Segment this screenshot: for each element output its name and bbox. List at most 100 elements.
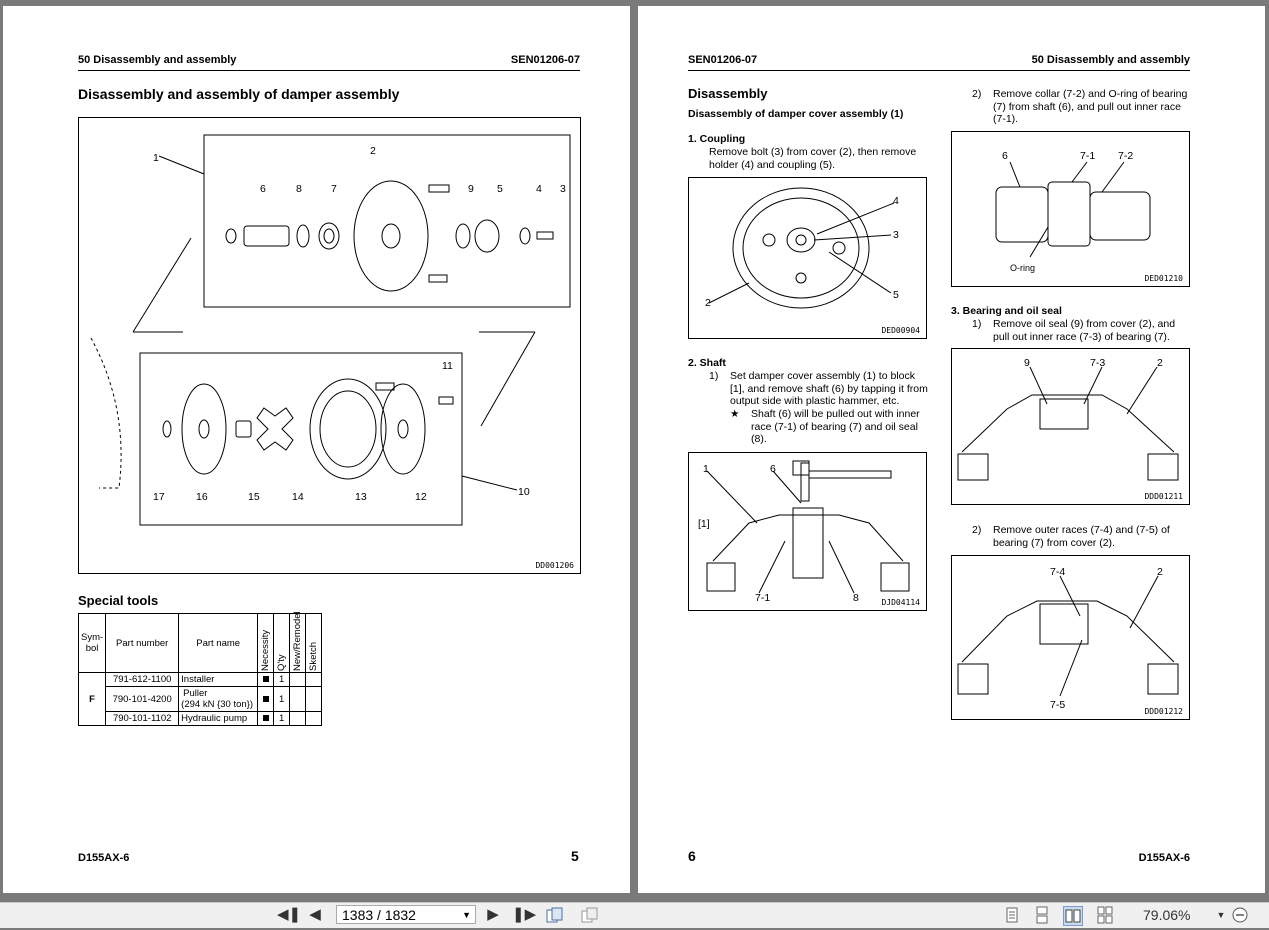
figure-code: DED00904: [881, 326, 920, 335]
callout-11: 11: [442, 360, 453, 372]
col-new-remodel: New/Remodel: [289, 611, 307, 673]
star-icon: ★: [730, 408, 740, 420]
callout-2: 2: [370, 145, 376, 157]
step-2-2-text: Remove collar (7-2) and O-ring of bearin…: [993, 88, 1188, 125]
part-number-cell: 791-612-1100: [105, 672, 180, 687]
first-page-button[interactable]: ◀❚: [277, 906, 302, 923]
step-1-title: 1. Coupling: [688, 133, 746, 145]
callout-10: 10: [518, 486, 530, 498]
page-title: Disassembly and assembly of damper assem…: [78, 86, 400, 102]
shaft-drawing: [706, 460, 910, 594]
fig1-label-2: 2: [705, 297, 711, 309]
last-page-button[interactable]: ❚▶: [512, 906, 537, 923]
callout-13: 13: [355, 491, 367, 503]
fig2-label-8: 8: [853, 592, 859, 604]
shaft-figure: 1 6 [1] 7-1 8 DJD04114: [688, 452, 927, 611]
part-name-cell: Installer: [178, 672, 259, 687]
callout-4: 4: [536, 183, 542, 195]
callout-1: 1: [153, 152, 159, 164]
fig3-label-o-ring: O-ring: [1010, 263, 1036, 273]
fig3-label-7-2: 7-2: [1118, 150, 1134, 162]
symbol-cell: F: [77, 672, 107, 726]
step-2-1-text: Set damper cover assembly (1) to block[1…: [730, 370, 928, 407]
callout-17: 17: [153, 491, 165, 503]
figure-code: DD001206: [535, 561, 574, 570]
callout-14: 14: [292, 491, 304, 503]
oil-seal-drawing: [957, 366, 1179, 481]
step-2-2-num: 2): [972, 88, 982, 100]
step-1-text: Remove bolt (3) from cover (2), then rem…: [709, 146, 917, 171]
page-number-input[interactable]: 1383 / 1832 ▼: [336, 905, 476, 924]
col-qty: Q'ty: [273, 613, 291, 673]
fig2-label-7-1: 7-1: [755, 592, 771, 604]
bearing-collar-figure: 6 7-1 7-2 O-ring DED01210: [951, 131, 1190, 287]
exploded-view-drawing: [90, 134, 571, 526]
callout-8: 8: [296, 183, 302, 195]
callout-3: 3: [560, 183, 566, 195]
next-page-button[interactable]: ▶: [487, 906, 499, 923]
fig4-label-2: 2: [1157, 357, 1163, 369]
fig2-label-block: [1]: [698, 518, 710, 530]
figure-code: DDD01211: [1144, 492, 1183, 501]
callout-7: 7: [331, 183, 337, 195]
footer-model: D155AX-6: [1138, 852, 1190, 864]
necessity-cell: [257, 711, 275, 726]
part-number-cell: 790-101-1102: [105, 711, 180, 726]
table-header-row: Sym-bol Part number Part name Necessity …: [77, 611, 323, 673]
table-row: 790-101-4200 Puller(294 kN {30 ton}) 1: [79, 686, 323, 712]
oil-seal-figure: 9 7-3 2 DDD01211: [951, 348, 1190, 505]
continuous-facing-icon[interactable]: [1096, 906, 1114, 924]
special-tools-table: Sym-bol Part number Part name Necessity …: [77, 611, 323, 726]
footer-model: D155AX-6: [78, 852, 130, 864]
necessity-cell: [257, 686, 275, 712]
outer-race-drawing: [957, 575, 1179, 697]
part-name-cell: Hydraulic pump: [178, 711, 259, 726]
coupling-figure: 4 3 5 2 DED00904: [688, 177, 927, 339]
continuous-page-icon[interactable]: [1033, 906, 1051, 924]
single-page-icon[interactable]: [1003, 906, 1021, 924]
previous-page-button[interactable]: ◀: [309, 906, 321, 923]
exploded-view-figure: 1 2 6 8 7 9 5 4 3 11 10 17 16 15 14 13 1…: [78, 117, 581, 574]
page-number: 6: [688, 848, 696, 864]
fig4-label-7-3: 7-3: [1090, 357, 1106, 369]
step-3-2-num: 2): [972, 524, 982, 536]
figure-code: DED01210: [1144, 274, 1183, 283]
figure-code: DJD04114: [881, 598, 920, 607]
col-part-name: Part name: [178, 613, 259, 673]
facing-pages-icon[interactable]: [1063, 906, 1083, 926]
callout-16: 16: [196, 491, 208, 503]
zoom-level[interactable]: 79.06%: [1143, 907, 1191, 923]
left-page: 50 Disassembly and assembly SEN01206-07 …: [3, 6, 630, 893]
chevron-down-icon[interactable]: ▼: [462, 910, 471, 920]
rotate-view-icon[interactable]: [545, 906, 563, 924]
col-necessity: Necessity: [257, 613, 275, 673]
two-page-view-icon[interactable]: [580, 906, 598, 924]
qty-cell: 1: [273, 672, 291, 687]
callout-12: 12: [415, 491, 427, 503]
page-number: 5: [571, 848, 579, 864]
qty-cell: 1: [273, 711, 291, 726]
fig1-label-5: 5: [893, 289, 899, 301]
step-3-title: 3. Bearing and oil seal: [951, 305, 1062, 317]
col-part-number: Part number: [105, 613, 180, 673]
fig5-label-2: 2: [1157, 566, 1163, 578]
special-tools-title: Special tools: [78, 593, 159, 608]
fig5-label-7-4: 7-4: [1050, 566, 1066, 578]
zoom-out-icon[interactable]: [1231, 906, 1249, 924]
viewer-toolbar: ◀❚ ◀ 1383 / 1832 ▼ ▶ ❚▶ 79.06% ▼: [0, 902, 1269, 928]
zoom-dropdown-icon[interactable]: ▼: [1216, 910, 1226, 920]
qty-cell: 1: [273, 686, 291, 712]
table-row: F 791-612-1100 Installer 1: [77, 672, 323, 726]
callout-6: 6: [260, 183, 266, 195]
header-rule: [78, 70, 580, 71]
fig2-label-6: 6: [770, 463, 776, 475]
step-2-title: 2. Shaft: [688, 357, 726, 369]
fig5-label-7-5: 7-5: [1050, 699, 1066, 711]
page-header-code: SEN01206-07: [510, 54, 580, 66]
page-header-section: 50 Disassembly and assembly: [1031, 54, 1190, 66]
fig4-label-9: 9: [1024, 357, 1030, 369]
callout-9: 9: [468, 183, 474, 195]
fig3-label-7-1: 7-1: [1080, 150, 1096, 162]
